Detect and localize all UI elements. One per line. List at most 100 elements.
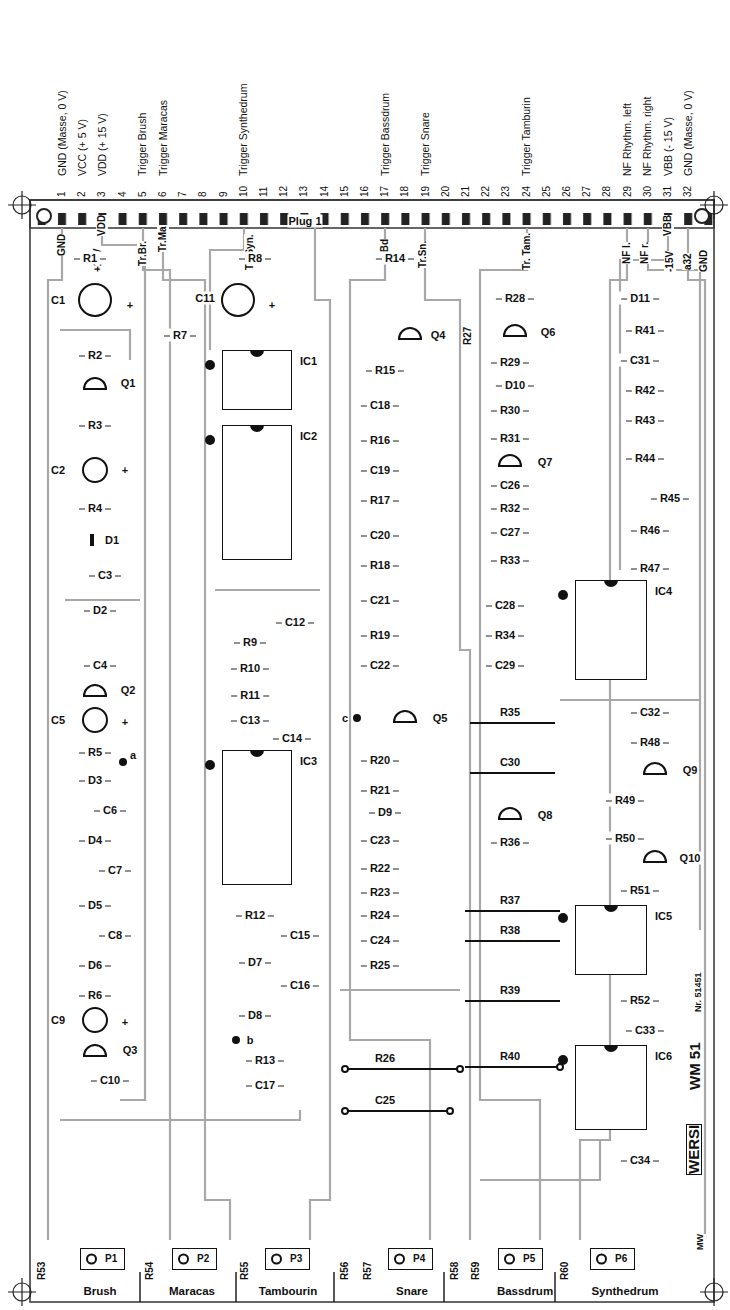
pin1-dot — [205, 435, 215, 445]
pin-number: 2 — [76, 191, 88, 197]
part-label: C11 — [194, 292, 216, 305]
copper-trace — [340, 989, 460, 991]
pin-number: 31 — [662, 186, 674, 197]
pad-label: Tr.Sn. — [417, 241, 429, 268]
part-label: D4 — [75, 834, 115, 847]
pad-label: -15V — [664, 251, 676, 272]
pin-number: 7 — [177, 191, 189, 197]
part-label: R22 — [357, 862, 403, 875]
pin-number: 23 — [500, 186, 512, 197]
part-label: R42 — [622, 384, 668, 397]
pad-label: GND — [698, 250, 710, 272]
ic-label: IC5 — [654, 910, 673, 923]
pin-number: 18 — [399, 186, 411, 197]
copper-trace — [350, 228, 430, 1240]
part-label: C32 — [627, 706, 673, 719]
wire-bridge — [345, 1068, 460, 1070]
pot-label: P1 — [105, 1253, 119, 1265]
wire-bridge — [470, 772, 555, 774]
pad-label: R54 — [144, 1262, 156, 1280]
pin-number: 4 — [117, 191, 129, 197]
part-label: R26 — [374, 1052, 396, 1065]
pin1-dot — [205, 760, 215, 770]
wire-bridge — [557, 1064, 563, 1070]
part-label: R5 — [75, 746, 115, 759]
pot-knob — [86, 1254, 97, 1265]
part-label: D9 — [365, 806, 405, 819]
ic-outline: IC6 — [575, 1045, 647, 1130]
wire-bridge — [470, 722, 555, 724]
potentiometer-box: P1 — [80, 1248, 125, 1270]
part-label: Q2 — [120, 684, 137, 697]
transistor-outline — [84, 378, 106, 389]
electrolytic-capacitor — [83, 708, 107, 732]
pin-description: VDD (+ 15 V) — [96, 113, 109, 176]
pot-name: Brush — [82, 1285, 117, 1298]
pot-label: P5 — [523, 1253, 537, 1265]
part-label: R32 — [487, 502, 533, 515]
part-label: Q3 — [122, 1044, 139, 1057]
transistor-outline — [644, 851, 666, 862]
part-label: R10 — [227, 662, 273, 675]
pot-label: P3 — [290, 1253, 304, 1265]
part-label: C13 — [227, 714, 273, 727]
transistor-outline — [504, 325, 526, 336]
part-label: Q4 — [430, 329, 447, 342]
pin-description: VCC (+ 5 V) — [76, 119, 89, 176]
part-label: C6 — [90, 804, 130, 817]
wire-bridge — [465, 940, 560, 942]
wire-bridge — [465, 1066, 560, 1068]
pad-label: Tr. Tam. — [521, 233, 533, 270]
part-label: D5 — [75, 899, 115, 912]
part-label: c — [341, 712, 349, 725]
part-label: R4 — [75, 502, 115, 515]
pot-knob — [394, 1254, 405, 1265]
register-mark — [8, 1278, 36, 1306]
part-label: R12 — [232, 909, 278, 922]
part-label: R37 — [499, 894, 521, 907]
ic-notch — [250, 350, 264, 357]
pad-label: R58 — [449, 1262, 461, 1280]
pot-name: Synthedrum — [590, 1285, 659, 1298]
part-label: Q5 — [432, 712, 449, 725]
electrolytic-capacitor — [79, 284, 111, 316]
pad-label: R56 — [339, 1262, 351, 1280]
part-label: R29 — [487, 356, 533, 369]
part-label: Q9 — [682, 764, 699, 777]
pin-description: Trigger Maracas — [157, 100, 170, 176]
wire-bridge — [457, 1066, 463, 1072]
part-label: Q6 — [540, 326, 557, 339]
part-label: R25 — [357, 959, 403, 972]
ic-label: IC1 — [299, 355, 318, 368]
pad-label: Tr.Br. — [137, 241, 149, 266]
part-label: R11 — [227, 689, 273, 702]
part-label: C26 — [487, 479, 533, 492]
logo-text: Nr. 51451 — [693, 972, 704, 1012]
pin-number: 3 — [96, 191, 108, 197]
part-label: C19 — [357, 464, 403, 477]
part-label: C24 — [357, 934, 403, 947]
part-label: C3 — [85, 569, 125, 582]
part-label: D2 — [80, 604, 120, 617]
pot-knob — [504, 1254, 515, 1265]
diode-band — [90, 534, 94, 546]
pin-number: 12 — [278, 186, 290, 197]
pot-name: Maracas — [168, 1285, 216, 1298]
register-mark — [700, 191, 728, 219]
pin-number: 29 — [622, 186, 634, 197]
part-label: R28 — [492, 292, 538, 305]
pot-knob — [271, 1254, 282, 1265]
part-label: + — [121, 464, 129, 477]
part-label: D11 — [617, 292, 663, 305]
pin-description: VBB (- 15 V) — [662, 117, 675, 176]
part-label: R17 — [357, 494, 403, 507]
pot-name: Bassdrum — [496, 1285, 554, 1298]
part-label: C22 — [357, 659, 403, 672]
part-label: C4 — [80, 659, 120, 672]
part-label: + — [121, 716, 129, 729]
potentiometer-box: P4 — [388, 1248, 433, 1270]
ic-label: IC2 — [299, 430, 318, 443]
pot-label: P4 — [413, 1253, 427, 1265]
pin-number: 26 — [561, 186, 573, 197]
pad-label: R55 — [239, 1262, 251, 1280]
